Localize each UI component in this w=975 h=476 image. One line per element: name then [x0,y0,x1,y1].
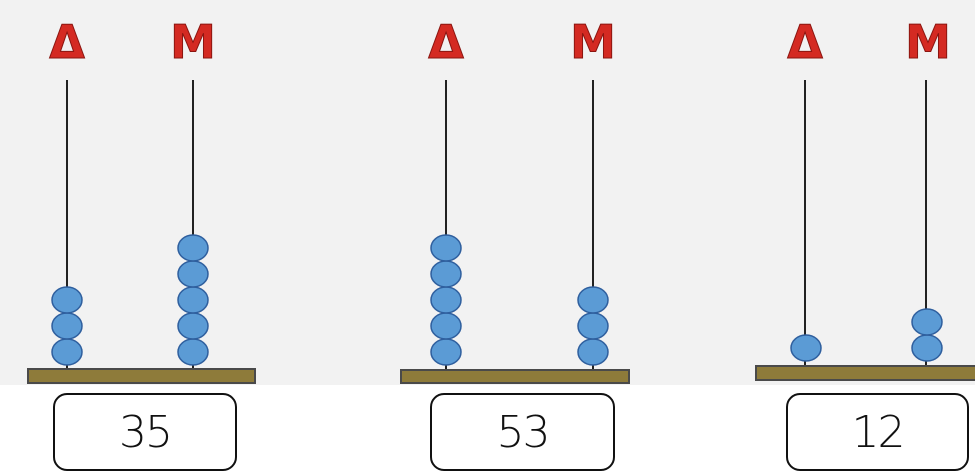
bead [577,286,609,314]
bead [911,308,943,336]
bead [577,338,609,366]
abacus-base [400,369,630,384]
tens-label: Δ [787,15,823,69]
bead [577,312,609,340]
abacus-base [27,368,256,384]
abacus-2: Δ M [400,15,630,384]
background-panel [0,0,975,385]
bead [177,260,209,288]
bead [430,338,462,366]
bead [430,286,462,314]
units-label: M [570,15,616,69]
answer-box-1[interactable]: 35 [53,393,237,471]
bead [51,286,83,314]
bead [430,234,462,262]
tens-beads [51,286,83,366]
abacus-1: Δ M [27,15,256,384]
bead [177,286,209,314]
units-beads [177,234,209,366]
answer-box-3[interactable]: 12 [786,393,969,471]
bead [430,312,462,340]
answer-box-2[interactable]: 53 [430,393,615,471]
tens-beads [790,334,822,362]
bead [790,334,822,362]
bead [177,234,209,262]
units-beads [577,286,609,366]
bead [177,338,209,366]
tens-label: Δ [49,15,85,69]
abacus-base [755,365,975,381]
bead [177,312,209,340]
bead [911,334,943,362]
tens-label: Δ [428,15,464,69]
units-beads [911,308,943,362]
bead [430,260,462,288]
abacus-3: Δ M [755,15,975,381]
tens-beads [430,234,462,366]
units-label: M [170,15,216,69]
bead [51,338,83,366]
units-label: M [905,15,951,69]
bead [51,312,83,340]
